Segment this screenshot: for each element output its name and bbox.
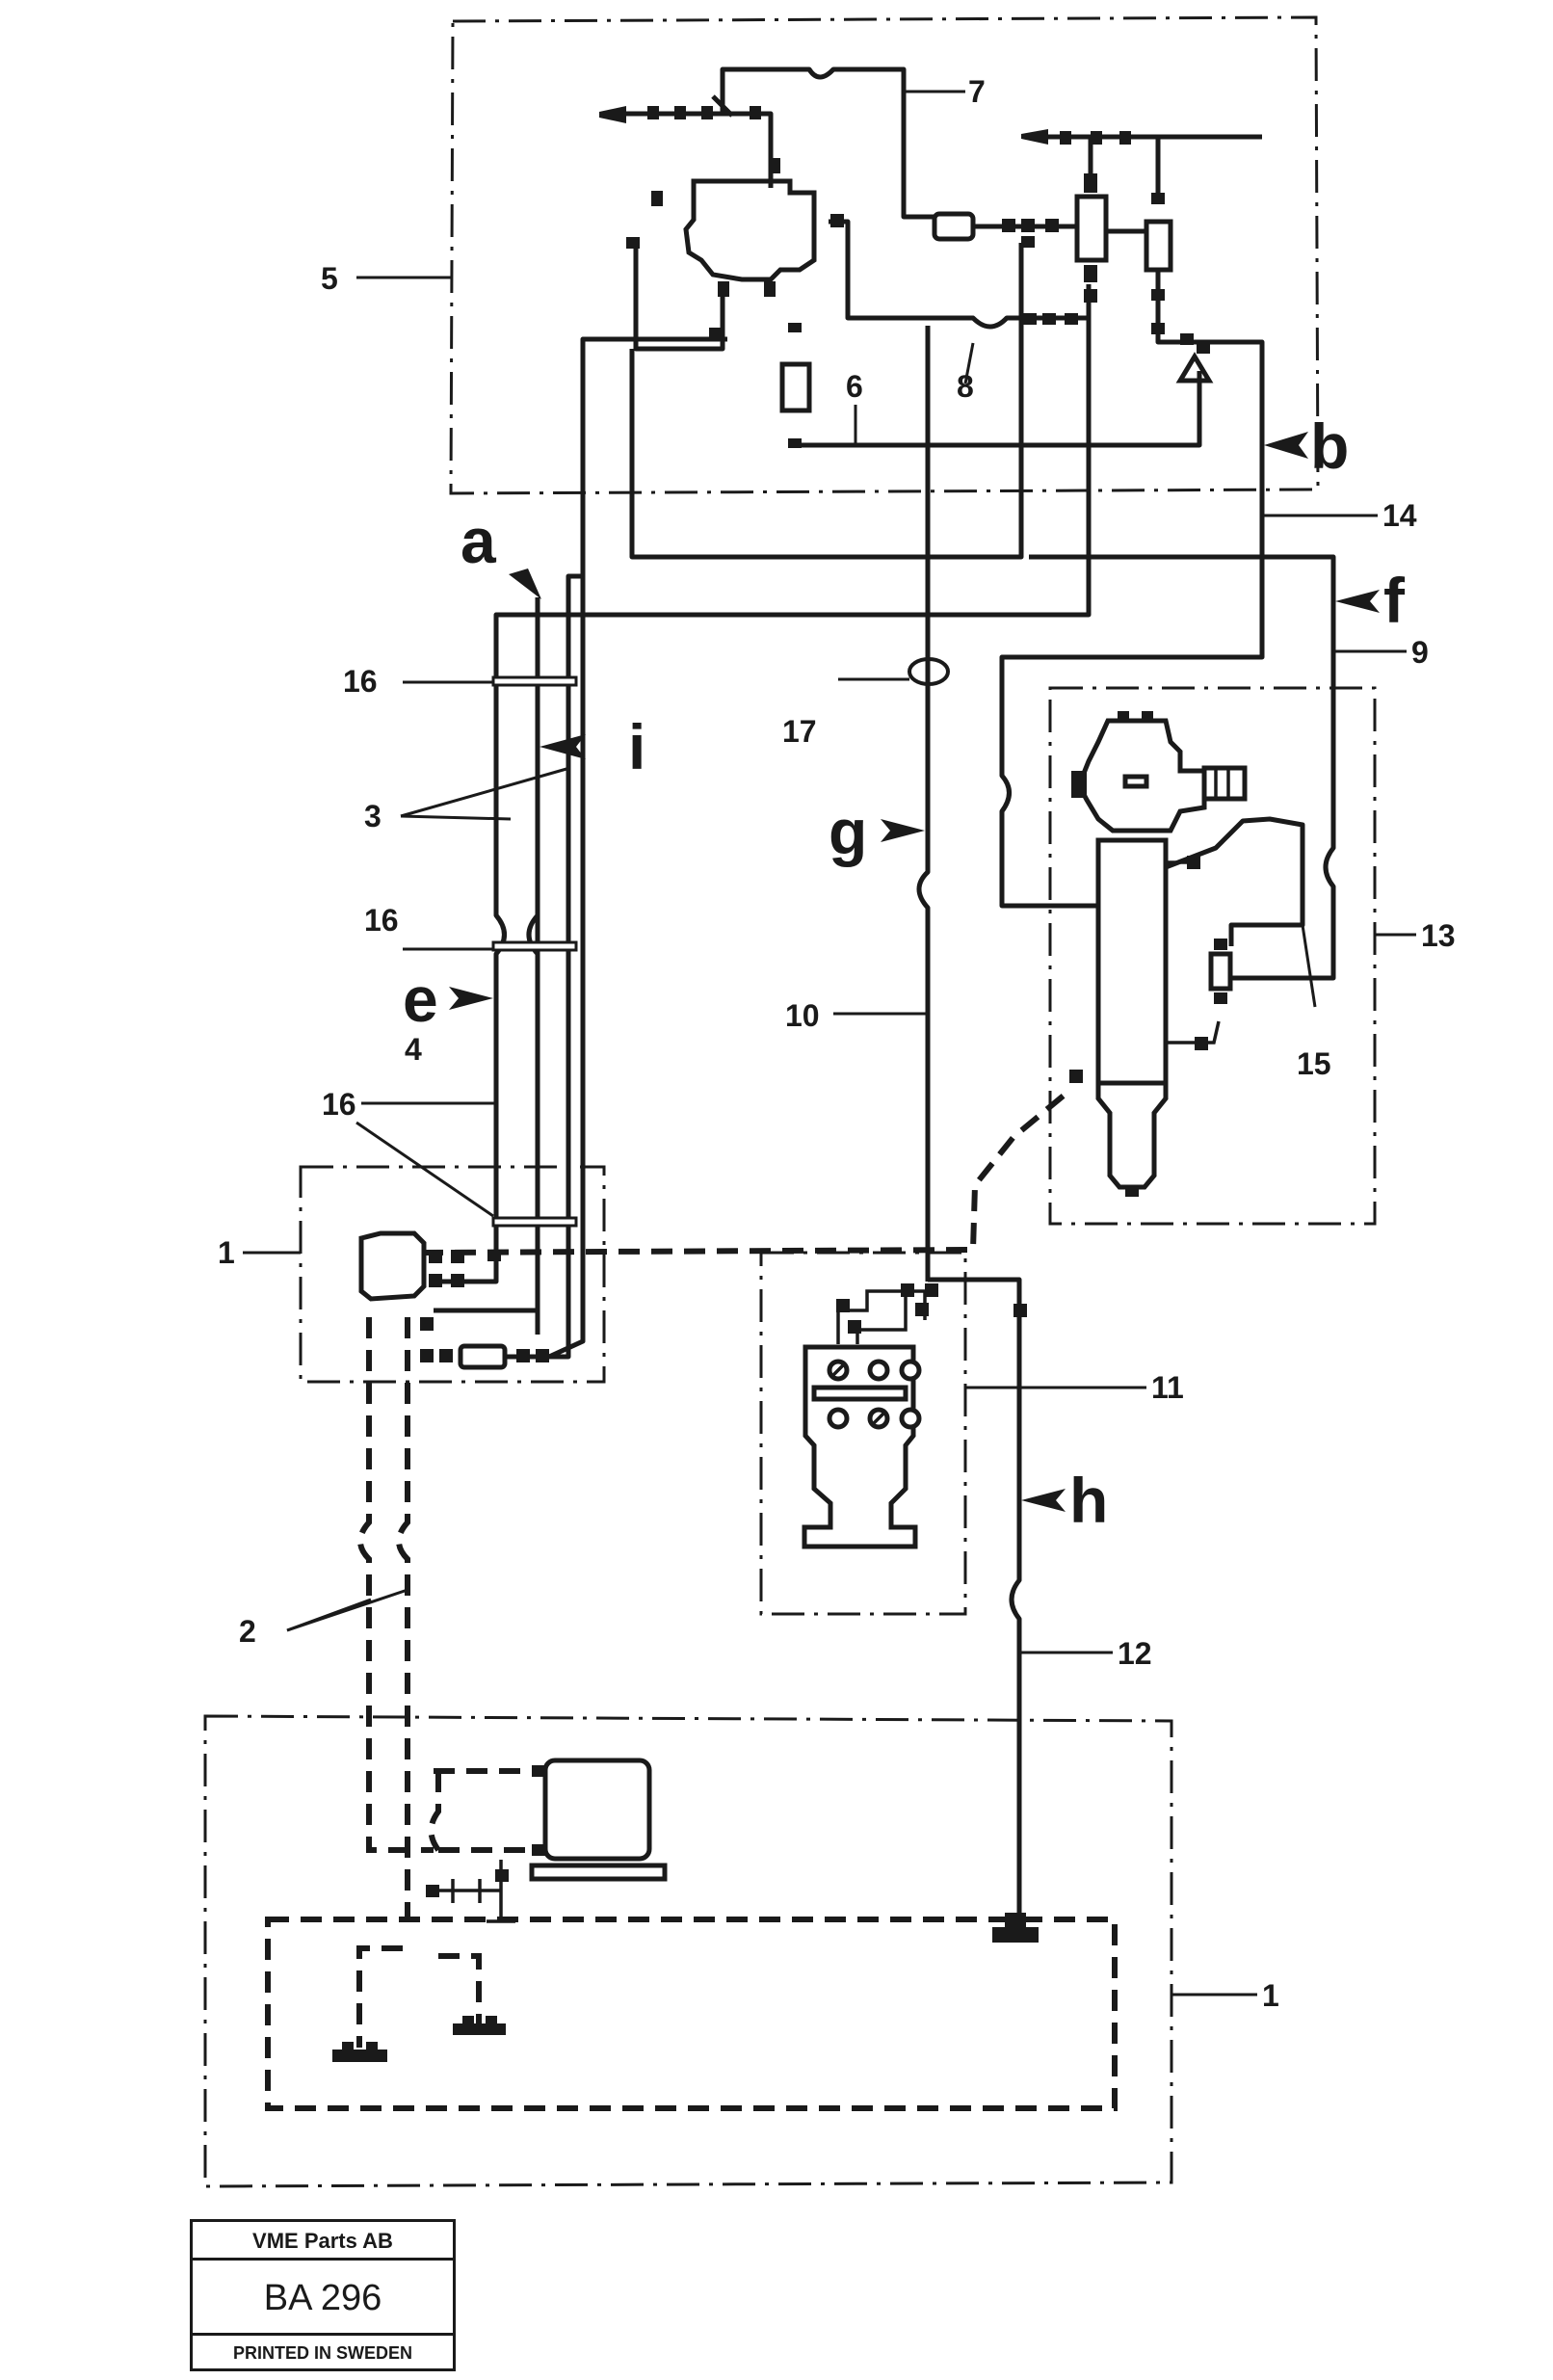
point-i: i <box>628 711 645 782</box>
point-f: f <box>1383 565 1406 636</box>
pipe-10-g <box>916 326 931 1282</box>
pipe-15 <box>1165 816 1305 946</box>
pipe-14 <box>999 516 1265 909</box>
arrow-a <box>509 569 541 599</box>
return-filter <box>1144 219 1173 273</box>
pipe-clamps-16 <box>491 675 578 1228</box>
tank-outlet-1 <box>332 2042 387 2062</box>
tank-outlet-2 <box>453 2016 506 2035</box>
valve-block-main <box>683 178 817 282</box>
callout-5: 5 <box>321 261 338 296</box>
callout-6: 6 <box>846 369 863 404</box>
pipe-7 <box>626 66 934 220</box>
control-valve-body <box>802 1344 918 1549</box>
check-valve-drain <box>432 1860 515 1923</box>
callout-4: 4 <box>405 1032 422 1067</box>
drain-to-tank-2 <box>438 1953 482 2023</box>
steering-valve-group <box>599 106 1214 448</box>
company-name: VME Parts AB <box>193 2222 453 2261</box>
point-a: a <box>461 505 497 576</box>
callout-15: 15 <box>1297 1046 1331 1081</box>
callout-14: 14 <box>1382 498 1417 533</box>
callout-17: 17 <box>782 714 817 749</box>
callout-2: 2 <box>239 1614 256 1649</box>
title-block: VME Parts AB BA 296 PRINTED IN SWEDEN <box>190 2219 456 2371</box>
callout-11: 11 <box>1151 1370 1184 1405</box>
boundary-group-1-upper <box>299 1165 606 1384</box>
arrow-g <box>881 819 925 842</box>
boundary-group-5 <box>449 15 1320 495</box>
pipe-supply-right <box>973 134 1265 516</box>
point-g: g <box>829 796 867 867</box>
clamp-16-top <box>491 675 578 687</box>
callout-9: 9 <box>1411 635 1429 670</box>
leader-lines <box>243 90 1416 1997</box>
drain-from-reservoir <box>428 1768 540 1853</box>
pipe-6 <box>796 371 1202 448</box>
point-h: h <box>1069 1465 1108 1536</box>
pipe-3-second <box>434 597 540 1313</box>
connection-letters: a b f i g e h <box>403 410 1406 1536</box>
pipe-12-h <box>928 1277 1022 1917</box>
boundary-group-13 <box>1048 686 1377 1226</box>
point-b: b <box>1310 410 1349 482</box>
arrow-e <box>449 987 493 1010</box>
arrow-h <box>1021 1489 1066 1512</box>
line-filter <box>458 1343 508 1370</box>
boundary-group-1-lower <box>203 1714 1173 2188</box>
callout-7: 7 <box>968 74 986 109</box>
reservoir-base <box>529 1863 668 1882</box>
pipe-upper-left-down <box>629 243 1024 560</box>
callout-16-middle: 16 <box>364 903 399 938</box>
check-valve-upper <box>1175 352 1214 383</box>
arrow-i <box>540 734 586 759</box>
callout-13: 13 <box>1421 918 1456 953</box>
pipe-8 <box>829 219 1092 330</box>
callout-10: 10 <box>785 998 820 1033</box>
drain-line-horizontal <box>421 1088 1071 1256</box>
callout-12: 12 <box>1118 1636 1152 1671</box>
pipe-3-and-e <box>434 612 538 1284</box>
steering-cylinder <box>1095 837 1169 1086</box>
steering-unit-group <box>1069 711 1248 1197</box>
callout-numbers: 5 7 6 8 14 9 17 16 3 16 4 10 15 13 16 1 … <box>218 74 1456 2013</box>
relief-valve <box>1208 951 1233 992</box>
clamp-16-bottom <box>491 1216 578 1228</box>
callout-1-upper: 1 <box>218 1235 235 1270</box>
arrow-f <box>1335 590 1380 613</box>
drain-line-2a <box>357 1317 434 1853</box>
tank-outlet-3 <box>992 1913 1039 1943</box>
servo-valve <box>358 1230 427 1302</box>
reservoir-group <box>332 1758 1039 2062</box>
printed-note: PRINTED IN SWEDEN <box>232 2343 412 2363</box>
pipe-9-f <box>1029 554 1336 981</box>
drain-line-2b <box>396 1317 410 1922</box>
pressure-filter <box>932 211 976 242</box>
inlet-connector-left <box>599 106 626 123</box>
drain-lines <box>265 1088 1118 2111</box>
steering-cylinder-foot <box>1095 1080 1169 1190</box>
pipe-network <box>434 66 1336 1917</box>
callout-1-lower: 1 <box>1262 1978 1279 2013</box>
pipe-drain-left <box>633 243 725 352</box>
priority-valve <box>1074 194 1109 263</box>
pipe-servo-feed <box>506 573 583 1360</box>
callout-3: 3 <box>364 799 382 833</box>
point-e: e <box>403 964 438 1035</box>
inlet-connector-right <box>1021 129 1048 145</box>
callout-16-bottom: 16 <box>322 1087 356 1122</box>
tank-outline <box>265 1917 1118 2111</box>
filter-upper-left <box>779 361 812 413</box>
hose-clamp-17 <box>908 657 950 686</box>
connection-arrows <box>449 432 1380 1512</box>
drain-to-tank-1 <box>356 1945 403 2048</box>
clamp-16-middle <box>491 940 578 952</box>
callout-16-top: 16 <box>343 664 378 699</box>
control-valve-group <box>802 1283 1027 1549</box>
drawing-code: BA 296 <box>193 2261 453 2336</box>
arrow-b <box>1264 432 1308 459</box>
callout-8: 8 <box>957 369 974 404</box>
reservoir <box>542 1758 652 1862</box>
